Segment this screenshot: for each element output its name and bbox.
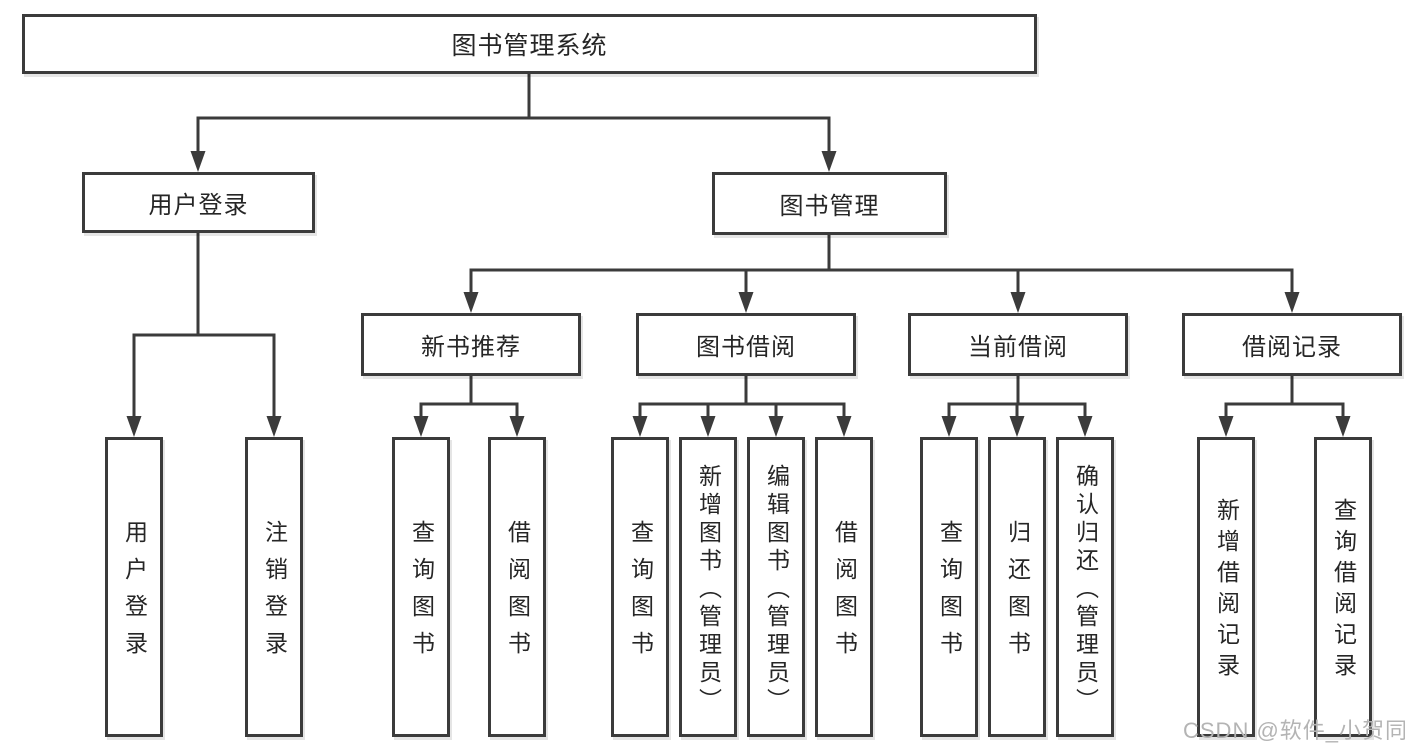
node-label: 确认归还（管理员） <box>1072 463 1099 716</box>
node-label: 借阅图书 <box>831 520 858 668</box>
node-label: 归还图书 <box>1004 520 1031 668</box>
node-borrowing-records: 借阅记录 <box>1182 313 1402 376</box>
leaf-borrow-books-recommend: 借阅图书 <box>488 437 546 737</box>
node-label: 查询图书 <box>627 520 654 668</box>
leaf-query-borrow-record: 查询借阅记录 <box>1314 437 1372 737</box>
node-label: 查询借阅记录 <box>1330 498 1357 684</box>
node-label: 新书推荐 <box>421 334 521 361</box>
node-label: 用户登录 <box>121 520 148 668</box>
leaf-return-book: 归还图书 <box>988 437 1046 737</box>
leaf-add-book-admin: 新增图书（管理员） <box>679 437 737 737</box>
node-book-borrowing: 图书借阅 <box>636 313 856 376</box>
node-label: 编辑图书（管理员） <box>763 463 790 716</box>
node-book-management: 图书管理 <box>712 172 947 235</box>
node-label: 借阅图书 <box>504 520 531 668</box>
node-label: 新增图书（管理员） <box>695 463 722 716</box>
leaf-borrow-books: 借阅图书 <box>815 437 873 737</box>
node-label: 当前借阅 <box>968 334 1068 361</box>
node-label: 注销登录 <box>261 520 288 668</box>
node-label: 查询图书 <box>408 520 435 668</box>
leaf-query-books-borrowing: 查询图书 <box>611 437 669 737</box>
node-current-borrowing: 当前借阅 <box>908 313 1128 376</box>
node-label: 图书管理系统 <box>451 32 608 60</box>
connector-lines <box>132 72 1345 420</box>
node-label: 新增借阅记录 <box>1213 498 1240 684</box>
node-label: 用户登录 <box>148 192 249 219</box>
leaf-edit-book-admin: 编辑图书（管理员） <box>747 437 805 737</box>
leaf-query-books-recommend: 查询图书 <box>392 437 450 737</box>
node-label: 查询图书 <box>936 520 963 668</box>
leaf-logout: 注销登录 <box>245 437 303 737</box>
node-label: 图书管理 <box>779 193 880 220</box>
leaf-confirm-return-admin: 确认归还（管理员） <box>1056 437 1114 737</box>
csdn-watermark: CSDN @软件_小贺同学 <box>1183 718 1405 743</box>
node-label: 借阅记录 <box>1242 334 1342 361</box>
leaf-user-login: 用户登录 <box>105 437 163 737</box>
node-library-management-system: 图书管理系统 <box>22 14 1037 74</box>
node-user-login: 用户登录 <box>82 172 315 233</box>
node-label: 图书借阅 <box>696 334 796 361</box>
leaf-add-borrow-record: 新增借阅记录 <box>1197 437 1255 737</box>
node-new-book-recommend: 新书推荐 <box>361 313 581 376</box>
leaf-query-books-current: 查询图书 <box>920 437 978 737</box>
